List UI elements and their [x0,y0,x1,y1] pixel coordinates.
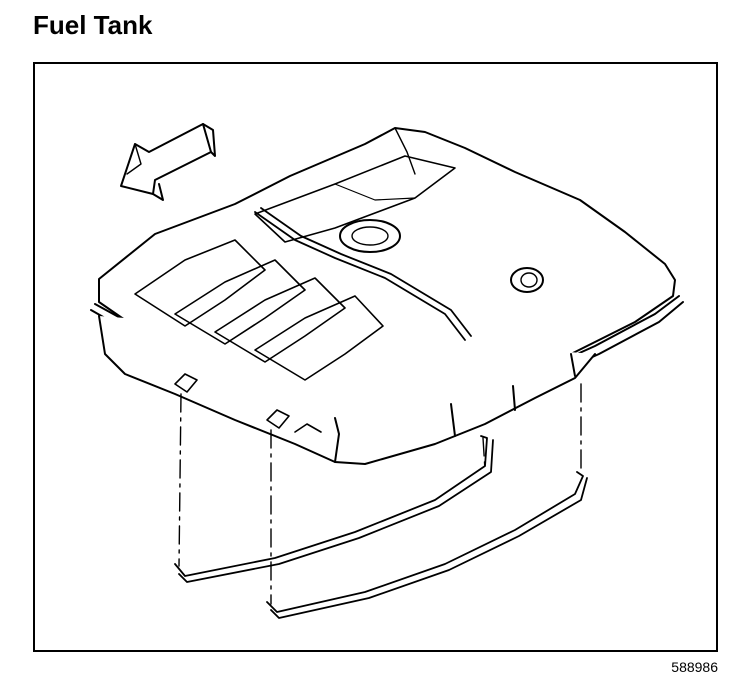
page-title: Fuel Tank [33,10,153,40]
alignment-lines [178,383,582,605]
fuel-tank [90,127,684,465]
fuel-tank-diagram [90,123,684,619]
tank-straps [174,435,588,619]
diagram-frame [33,62,718,652]
direction-arrow-icon [120,123,216,201]
figure-id: 588986 [671,659,718,675]
